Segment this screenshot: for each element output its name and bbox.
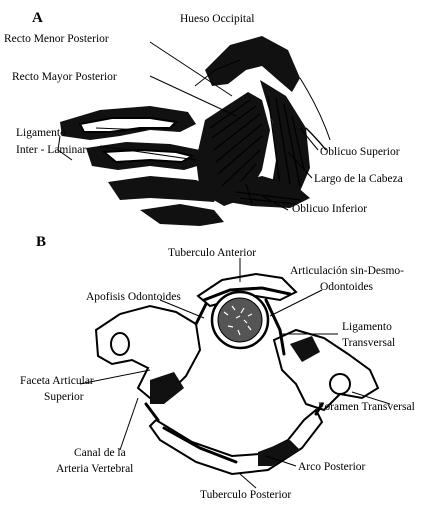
label-recto-menor-posterior: Recto Menor Posterior — [4, 33, 109, 45]
label-apofisis-odontoides: Apofisis Odontoides — [86, 291, 181, 303]
label-largo-de-la-cabeza: Largo de la Cabeza — [314, 173, 403, 185]
label-oblicuo-inferior: Oblicuo Inferior — [292, 203, 367, 215]
label-recto-mayor-posterior: Recto Mayor Posterior — [12, 71, 117, 83]
atlas-vertebra-drawing — [96, 274, 378, 474]
panel-b: B — [20, 234, 415, 501]
muscle-bundles-drawing — [196, 80, 326, 208]
label-ligamento-line2: Inter - Laminar — [16, 144, 86, 156]
label-tuberculo-anterior: Tuberculo Anterior — [168, 247, 256, 259]
label-ligamento-line1: Ligamento — [16, 127, 66, 139]
panel-b-letter: B — [36, 234, 46, 250]
label-foramen-transversal: Foramen Transversal — [318, 401, 415, 413]
panel-a: A — [4, 10, 403, 226]
label-articulacion-line2: Odontoides — [320, 281, 374, 293]
label-hueso-occipital: Hueso Occipital — [180, 13, 254, 25]
panel-a-letter: A — [32, 10, 43, 26]
label-articulacion-line1: Articulación sin-Desmo- — [290, 265, 404, 277]
label-ligamento-transversal-line2: Transversal — [342, 337, 395, 349]
label-arco-posterior: Arco Posterior — [298, 461, 366, 473]
label-oblicuo-superior: Oblicuo Superior — [320, 146, 400, 158]
label-canal-line2: Arteria Vertebral — [56, 463, 133, 475]
label-faceta-articular-line1: Faceta Articular — [20, 375, 94, 387]
label-tuberculo-posterior: Tuberculo Posterior — [200, 489, 291, 501]
label-canal-line1: Canal de la — [74, 447, 126, 459]
label-ligamento-transversal-line1: Ligamento — [342, 321, 392, 333]
label-faceta-articular-line2: Superior — [44, 391, 84, 403]
